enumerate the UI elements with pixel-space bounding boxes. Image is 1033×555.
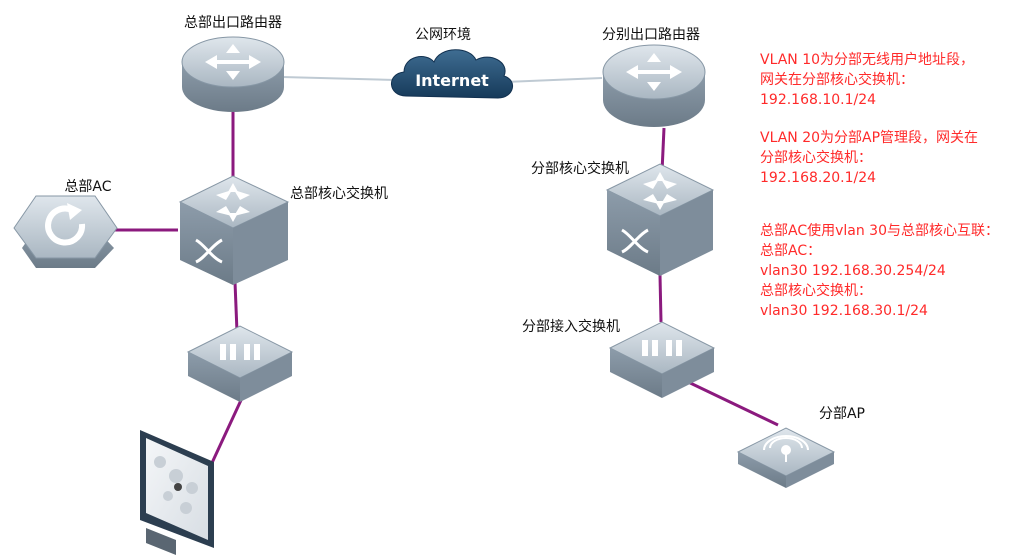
crossing-arrows-icon [621, 228, 649, 254]
branch-access-switch-label: 分部接入交换机 [522, 318, 620, 335]
access-switch-ports-icon [220, 344, 260, 360]
note-line: 192.168.20.1/24 [760, 170, 877, 186]
note-line: 总部核心交换机： [760, 283, 872, 299]
vlan30-note: 总部AC使用vlan 30与总部核心互联： 总部AC： vlan30 192.1… [760, 221, 999, 321]
router-arrows-icon [626, 53, 682, 91]
note-line: 网关在分部核心交换机： [760, 72, 914, 88]
switch-arrows-icon [216, 183, 250, 222]
branch-core-switch [605, 163, 715, 276]
branch-router-label: 分别出口路由器 [602, 27, 700, 43]
public-network-label: 公网环境 [415, 27, 471, 43]
refresh-icon [45, 203, 86, 246]
note-line: VLAN 10为分部无线用户地址段， [760, 52, 975, 68]
monitor-workstation [140, 430, 214, 555]
hq-router [181, 36, 285, 112]
link-hq-router-internet [281, 76, 397, 81]
branch-ap-label: 分部AP [819, 406, 865, 422]
note-line: 总部AC： [760, 243, 822, 259]
wireless-signal-icon [763, 435, 809, 462]
access-switch-ports-icon [642, 340, 682, 356]
branch-core-switch-label: 分部核心交换机 [531, 160, 629, 177]
link-branch-access-branch-ap [683, 378, 779, 427]
hq-core-switch [178, 175, 290, 285]
hq-ac-label: 总部AC [64, 179, 111, 195]
note-line: vlan30 192.168.30.254/24 [760, 263, 946, 279]
note-line: vlan30 192.168.30.1/24 [760, 303, 928, 319]
note-line: 分部核心交换机： [760, 150, 872, 166]
link-branch-core-branch-access [658, 274, 663, 323]
crossing-arrows-icon [195, 238, 223, 264]
hq-access-switch [186, 325, 294, 402]
router-arrows-icon [205, 44, 261, 80]
cloud-label: Internet [415, 71, 489, 90]
note-line: 总部AC使用vlan 30与总部核心互联： [760, 223, 999, 239]
hq-router-label: 总部出口路由器 [184, 15, 282, 31]
vlan20-note: VLAN 20为分部AP管理段，网关在 分部核心交换机： 192.168.20.… [760, 128, 978, 188]
switch-arrows-icon [643, 172, 677, 210]
hq-ac-device [13, 195, 118, 268]
link-internet-branch-router [504, 77, 603, 83]
branch-access-switch [608, 321, 716, 398]
branch-router [602, 44, 706, 127]
internet-cloud: Internet [391, 49, 513, 99]
link-hq-core-hq-access [233, 281, 239, 333]
note-line: 192.168.10.1/24 [760, 92, 877, 108]
vlan10-note: VLAN 10为分部无线用户地址段， 网关在分部核心交换机： 192.168.1… [760, 50, 974, 110]
hq-core-switch-label: 总部核心交换机 [290, 185, 388, 202]
branch-ap-device [736, 427, 836, 488]
links [113, 76, 779, 479]
note-line: VLAN 20为分部AP管理段，网关在 [760, 130, 979, 146]
topology-screen-icon [154, 456, 198, 514]
